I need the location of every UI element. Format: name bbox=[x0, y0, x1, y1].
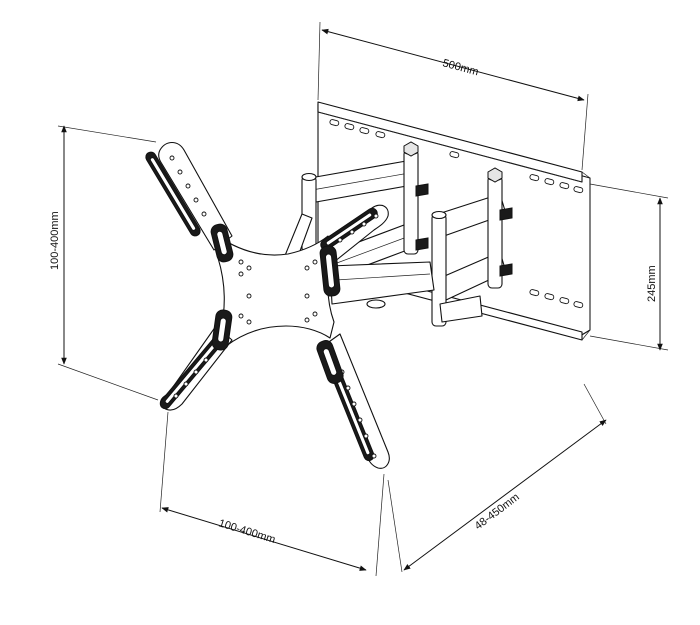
wall-plate-slots-bottom bbox=[529, 289, 584, 309]
dimension-vesa-horizontal: 100-400mm bbox=[159, 411, 385, 577]
dim-label-vesa-vertical: 100-400mm bbox=[49, 211, 61, 270]
vesa-plate-holes bbox=[238, 259, 318, 325]
dim-label-vesa-horizontal: 100-400mm bbox=[217, 517, 277, 546]
vesa-arm-upper-right bbox=[319, 204, 389, 297]
vesa-arm-upper-left bbox=[145, 141, 234, 263]
vesa-arm-lower-left bbox=[159, 309, 233, 411]
vesa-arm-lower-right bbox=[316, 333, 390, 469]
swing-arms bbox=[283, 141, 513, 327]
wall-plate-slots-top bbox=[329, 119, 584, 194]
dim-label-500mm: 500mm bbox=[441, 57, 480, 78]
dimension-extension: 48-450mm bbox=[387, 383, 607, 573]
dimension-wall-plate-height: 245mm bbox=[589, 183, 669, 351]
dim-label-extension: 48-450mm bbox=[473, 491, 522, 532]
vesa-bracket bbox=[145, 141, 390, 469]
dimension-vesa-vertical: 100-400mm bbox=[49, 125, 159, 401]
dim-label-245mm: 245mm bbox=[646, 265, 658, 302]
